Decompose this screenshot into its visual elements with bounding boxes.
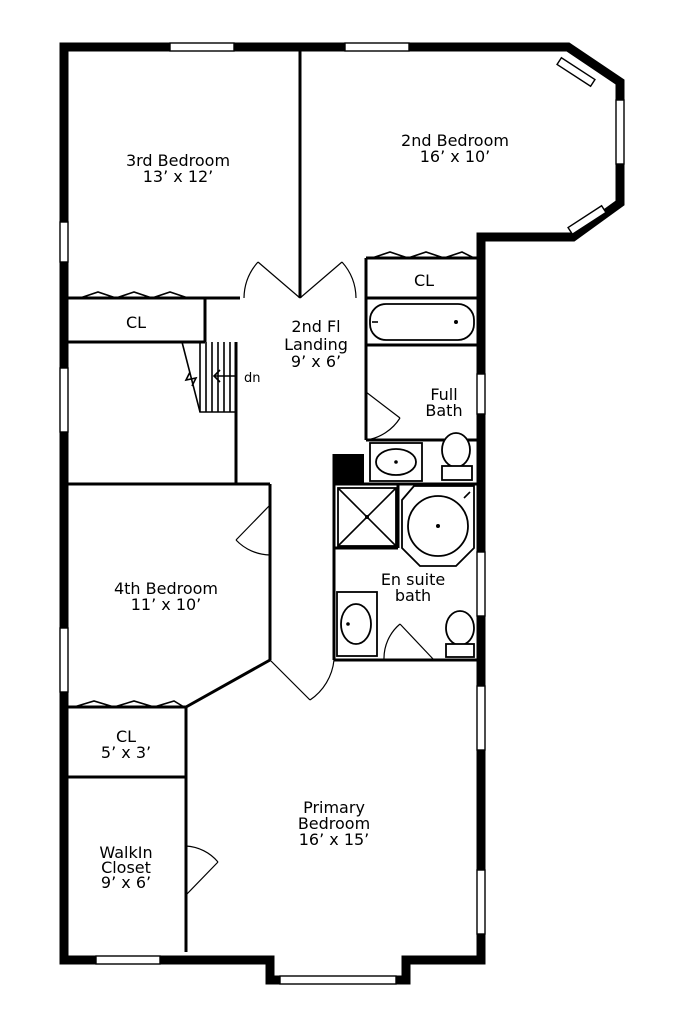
full-bath-name-1: Full xyxy=(430,385,457,404)
bedroom2-size: 16’ x 10’ xyxy=(420,147,491,166)
bedroom4-name: 4th Bedroom xyxy=(114,579,218,598)
full-bath-name-2: Bath xyxy=(425,401,462,420)
fixtures xyxy=(336,303,475,658)
closet-small-label: CL xyxy=(116,727,136,746)
walkin-name-1: WalkIn xyxy=(99,843,152,862)
walkin-name-2: Closet xyxy=(101,858,151,877)
bedroom3-name: 3rd Bedroom xyxy=(126,151,230,170)
landing-name-1: 2nd Fl xyxy=(291,317,340,336)
stairs xyxy=(181,341,236,413)
stairs-direction: dn xyxy=(244,371,261,386)
exterior-wall xyxy=(59,42,625,985)
doors xyxy=(185,261,435,896)
ensuite-name-2: bath xyxy=(395,586,431,605)
primary-name-1: Primary xyxy=(303,798,365,817)
closet-top-right-label: CL xyxy=(414,271,434,290)
landing-size: 9’ x 6’ xyxy=(291,352,341,371)
walkin-size: 9’ x 6’ xyxy=(101,873,151,892)
primary-size: 16’ x 15’ xyxy=(299,830,370,849)
interior-walls xyxy=(66,50,478,952)
bedroom3-size: 13’ x 12’ xyxy=(143,167,214,186)
closet-top-left-label: CL xyxy=(126,313,146,332)
ensuite-name-1: En suite xyxy=(381,570,445,589)
closet-small-size: 5’ x 3’ xyxy=(101,743,151,762)
bedroom4-size: 11’ x 10’ xyxy=(131,595,202,614)
room-labels: 3rd Bedroom 13’ x 12’ 2nd Bedroom 16’ x … xyxy=(99,131,509,892)
closet-doors xyxy=(73,251,475,708)
primary-name-2: Bedroom xyxy=(298,814,370,833)
landing-name-2: Landing xyxy=(284,335,348,354)
windows xyxy=(59,42,625,985)
bedroom2-name: 2nd Bedroom xyxy=(401,131,509,150)
